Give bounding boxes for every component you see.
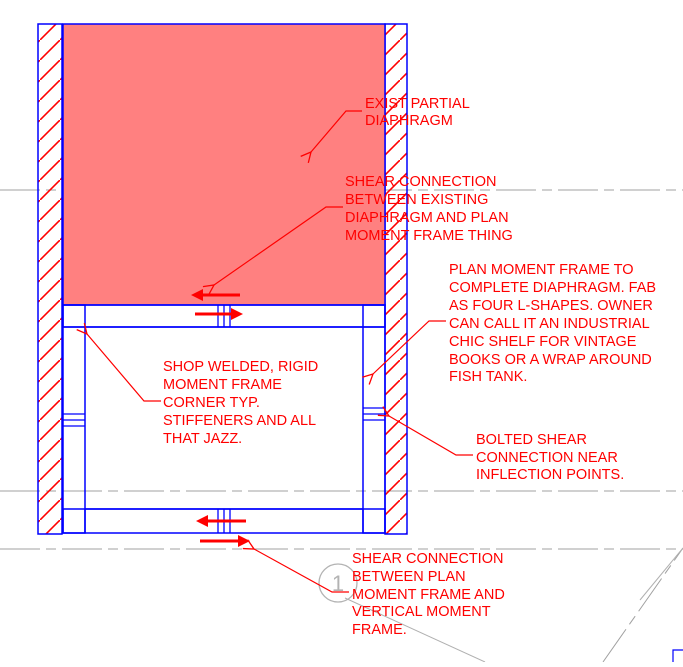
svg-text:FISH TANK.: FISH TANK. — [449, 369, 527, 385]
frame-right-member — [362, 304, 386, 534]
svg-text:STIFFENERS AND ALL: STIFFENERS AND ALL — [163, 413, 316, 429]
svg-text:THAT JAZZ.: THAT JAZZ. — [163, 431, 242, 447]
force-arrows — [191, 289, 250, 547]
grid-bubble-circle — [318, 563, 358, 603]
svg-text:BETWEEN PLAN: BETWEEN PLAN — [352, 569, 466, 585]
svg-text:MOMENT FRAME: MOMENT FRAME — [163, 377, 282, 393]
svg-text:COMPLETE DIAPHRAGM. FAB: COMPLETE DIAPHRAGM. FAB — [449, 280, 656, 296]
svg-text:EXIST PARTIAL: EXIST PARTIAL — [365, 96, 470, 112]
svg-text:DIAPHRAGM: DIAPHRAGM — [365, 113, 453, 129]
existing-partial-diaphragm — [62, 23, 386, 306]
grid-bubble-label: 1 — [332, 571, 344, 596]
svg-text:INFLECTION POINTS.: INFLECTION POINTS. — [476, 467, 624, 483]
svg-text:DIAPHRAGM AND PLAN: DIAPHRAGM AND PLAN — [345, 210, 509, 226]
note-bolted-shear: BOLTED SHEAR CONNECTION NEAR INFLECTION … — [476, 432, 624, 483]
svg-text:CORNER TYP.: CORNER TYP. — [163, 395, 260, 411]
splice-plate-right — [363, 407, 385, 421]
svg-text:PLAN MOMENT FRAME TO: PLAN MOMENT FRAME TO — [449, 262, 634, 278]
left-wall — [37, 23, 63, 535]
svg-text:VERTICAL MOMENT: VERTICAL MOMENT — [352, 604, 491, 620]
note-plan-moment-frame: PLAN MOMENT FRAME TO COMPLETE DIAPHRAGM.… — [449, 262, 656, 385]
svg-text:BOOKS OR A WRAP AROUND: BOOKS OR A WRAP AROUND — [449, 352, 652, 368]
leader-lines — [87, 110, 473, 593]
svg-text:SHOP WELDED, RIGID: SHOP WELDED, RIGID — [163, 359, 318, 375]
svg-text:CAN CALL IT AN INDUSTRIAL: CAN CALL IT AN INDUSTRIAL — [449, 316, 650, 332]
svg-text:CHIC SHELF FOR VINTAGE: CHIC SHELF FOR VINTAGE — [449, 334, 637, 350]
note-shear-connection-existing: SHEAR CONNECTION BETWEEN EXISTING DIAPHR… — [345, 174, 513, 244]
note-shop-welded: SHOP WELDED, RIGID MOMENT FRAME CORNER T… — [163, 359, 318, 447]
force-arrow-bottom-left — [196, 515, 246, 527]
svg-text:FRAME.: FRAME. — [352, 622, 407, 638]
grid-line-diagonal-1 — [602, 547, 683, 663]
splice-plate-top — [217, 305, 231, 327]
svg-text:BETWEEN EXISTING: BETWEEN EXISTING — [345, 192, 488, 208]
svg-text:BOLTED SHEAR: BOLTED SHEAR — [476, 432, 587, 448]
leader-shop-welded — [87, 334, 161, 402]
svg-text:SHEAR CONNECTION: SHEAR CONNECTION — [352, 551, 503, 567]
frame-left-member — [62, 304, 86, 534]
leader-shear-existing — [214, 206, 343, 285]
force-arrow-bottom-right — [200, 535, 250, 547]
splice-plate-left — [63, 413, 85, 427]
grid-bubble: 1 — [318, 563, 358, 603]
leader-plan-moment-frame — [373, 320, 446, 374]
grid-line-diagonal-3 — [639, 547, 683, 601]
grid-line-diagonal-2 — [344, 597, 486, 663]
corner-mark — [672, 649, 683, 662]
svg-text:MOMENT FRAME THING: MOMENT FRAME THING — [345, 228, 513, 244]
svg-text:MOMENT FRAME AND: MOMENT FRAME AND — [352, 587, 505, 603]
note-shear-connection-vertical: SHEAR CONNECTION BETWEEN PLAN MOMENT FRA… — [352, 551, 505, 638]
leader-bolted-shear — [389, 416, 473, 456]
svg-text:SHEAR CONNECTION: SHEAR CONNECTION — [345, 174, 496, 190]
force-arrow-top-right — [195, 308, 243, 320]
svg-text:CONNECTION NEAR: CONNECTION NEAR — [476, 450, 618, 466]
note-exist-partial-diaphragm: EXIST PARTIAL DIAPHRAGM — [365, 96, 470, 129]
leader-exist-diaphragm — [311, 110, 362, 152]
svg-text:AS FOUR L-SHAPES. OWNER: AS FOUR L-SHAPES. OWNER — [449, 298, 653, 314]
leader-shear-vertical — [254, 549, 349, 593]
